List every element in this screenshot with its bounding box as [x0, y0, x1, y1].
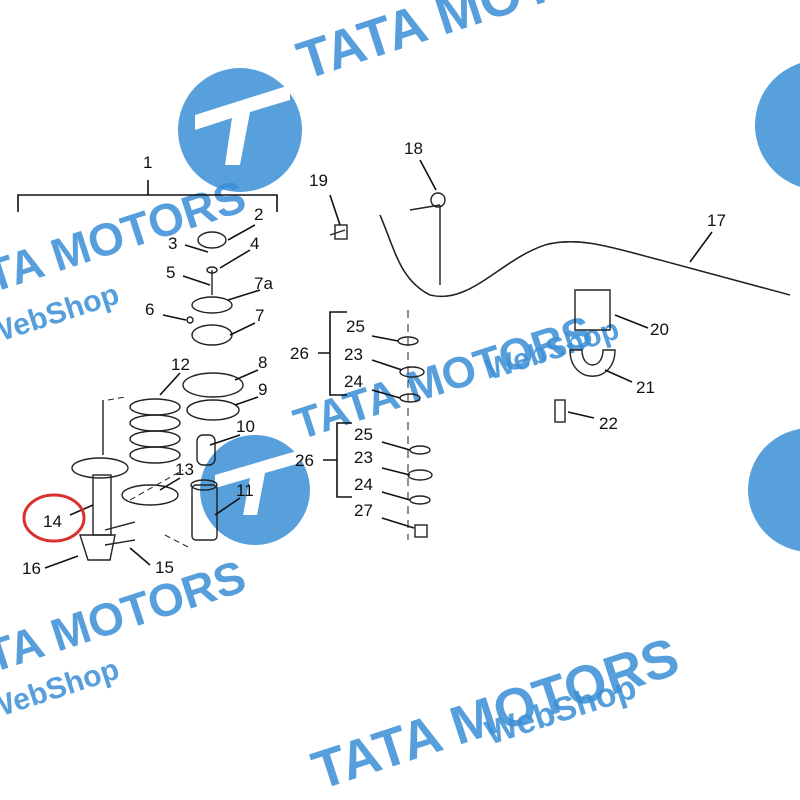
label-11[interactable]: 11 — [236, 481, 254, 500]
label-25-upper[interactable]: 25 — [346, 317, 365, 336]
label-14[interactable]: 14 — [43, 512, 62, 531]
svg-text:TATA MOTORS: TATA MOTORS — [288, 307, 598, 450]
label-24-upper[interactable]: 24 — [344, 372, 363, 391]
label-10[interactable]: 10 — [236, 417, 255, 436]
label-23-lower[interactable]: 23 — [354, 448, 373, 467]
part-labels: 1 2 3 4 5 7a 6 7 12 8 9 10 13 11 14 15 1… — [22, 139, 726, 578]
label-9[interactable]: 9 — [258, 380, 267, 399]
label-13[interactable]: 13 — [175, 460, 194, 479]
label-7a[interactable]: 7a — [254, 274, 273, 293]
label-20[interactable]: 20 — [650, 320, 669, 339]
label-7[interactable]: 7 — [255, 306, 264, 325]
label-5[interactable]: 5 — [166, 263, 175, 282]
watermark-logo — [178, 63, 800, 552]
label-27[interactable]: 27 — [354, 501, 373, 520]
strut-assembly — [17, 180, 278, 561]
leader-lines — [44, 159, 713, 569]
label-16[interactable]: 16 — [22, 559, 41, 578]
label-25-lower[interactable]: 25 — [354, 425, 373, 444]
label-4[interactable]: 4 — [250, 234, 259, 253]
highlight-circle — [22, 493, 86, 543]
label-8[interactable]: 8 — [258, 353, 267, 372]
label-26-upper[interactable]: 26 — [290, 344, 309, 363]
label-22[interactable]: 22 — [599, 414, 618, 433]
label-19[interactable]: 19 — [309, 171, 328, 190]
label-18[interactable]: 18 — [404, 139, 423, 158]
svg-text:TATA MOTORS: TATA MOTORS — [290, 0, 671, 91]
label-3[interactable]: 3 — [168, 234, 177, 253]
label-6[interactable]: 6 — [145, 300, 154, 319]
label-15[interactable]: 15 — [155, 558, 174, 577]
label-26-lower[interactable]: 26 — [295, 451, 314, 470]
label-2[interactable]: 2 — [254, 205, 263, 224]
label-23-upper[interactable]: 23 — [344, 345, 363, 364]
label-12[interactable]: 12 — [171, 355, 190, 374]
stabilizer-assembly — [318, 192, 791, 540]
label-1[interactable]: 1 — [143, 153, 152, 172]
label-17[interactable]: 17 — [707, 211, 726, 230]
label-24-lower[interactable]: 24 — [354, 475, 373, 494]
label-21[interactable]: 21 — [636, 378, 655, 397]
